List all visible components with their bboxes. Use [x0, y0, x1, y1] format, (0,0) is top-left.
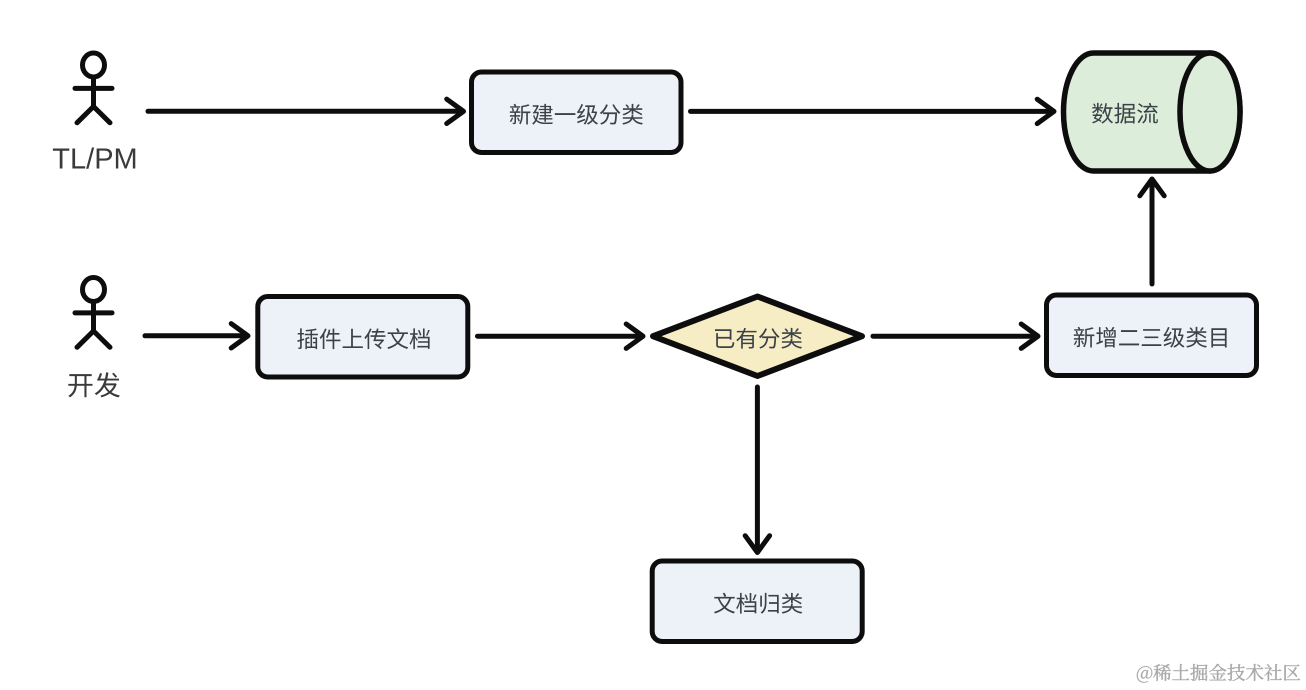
svg-text:TL/PM: TL/PM [52, 144, 137, 176]
